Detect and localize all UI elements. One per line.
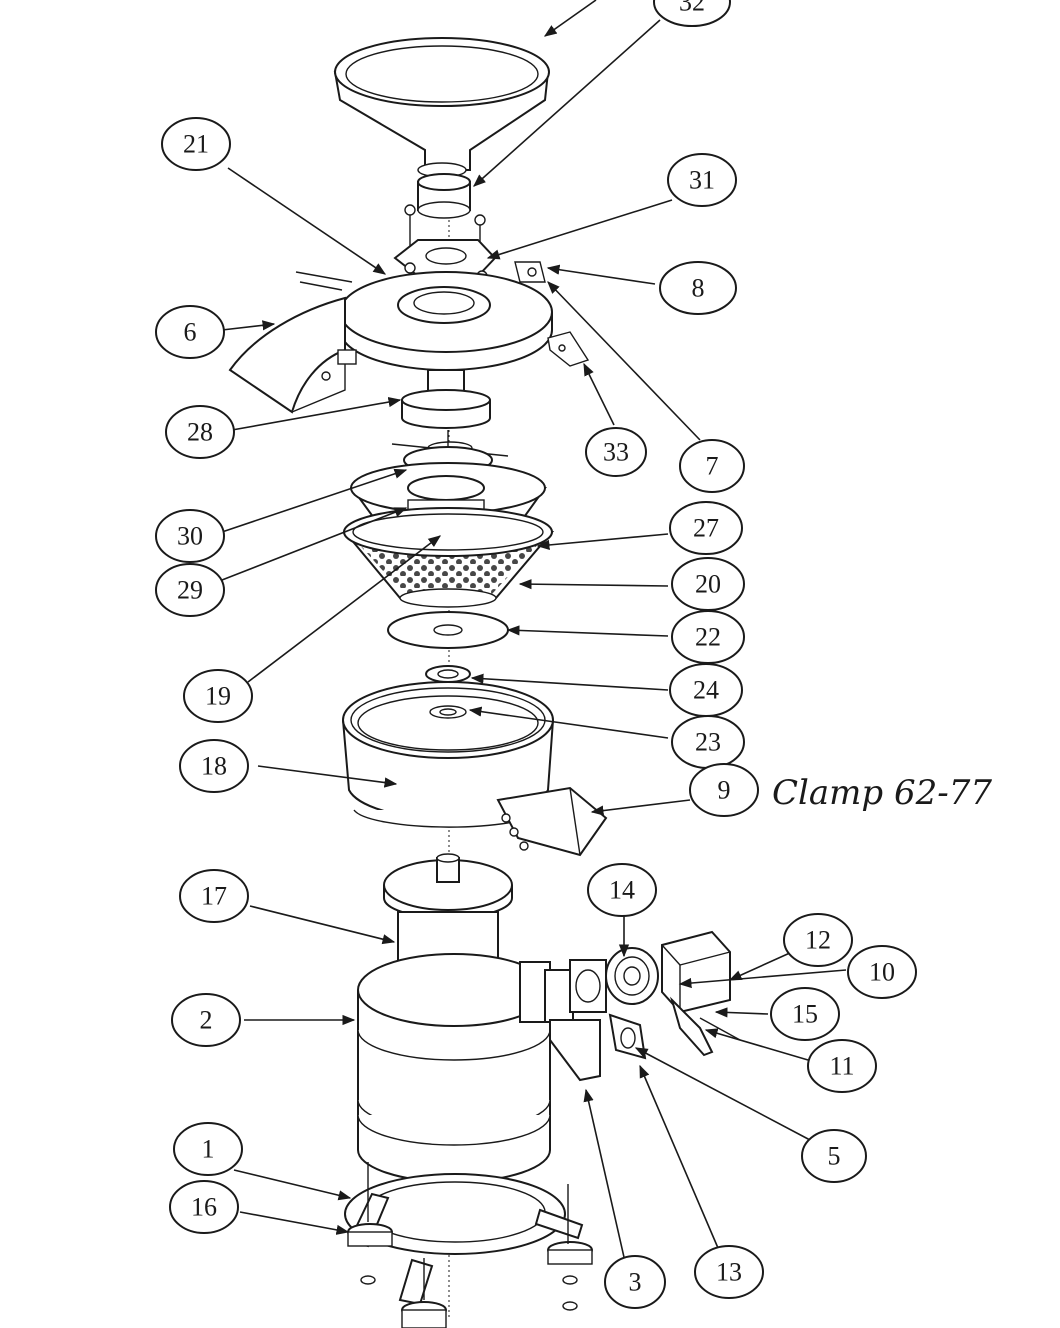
motor-bracket-assembly	[519, 959, 647, 1082]
svg-text:24: 24	[693, 676, 719, 705]
svg-text:1: 1	[202, 1135, 215, 1164]
svg-text:Clamp 62-77: Clamp 62-77	[772, 773, 992, 813]
callout-23: 23	[671, 715, 745, 769]
fan-guard	[605, 947, 659, 1005]
junction-box	[661, 930, 731, 1014]
callout-17: 17	[179, 869, 249, 923]
collar-coupling	[404, 173, 486, 248]
leveling-feet	[347, 1162, 593, 1328]
callout-30: 30	[155, 509, 225, 563]
main-housing	[342, 681, 554, 828]
seal-washer-upper	[425, 665, 471, 683]
svg-text:6: 6	[184, 318, 197, 347]
callout-8: 8	[659, 261, 737, 315]
callout-5: 5	[801, 1129, 867, 1183]
svg-text:22: 22	[695, 623, 721, 652]
callout-20: 20	[671, 557, 745, 611]
base-ring	[344, 1173, 584, 1306]
svg-text:33: 33	[603, 438, 629, 467]
handwritten-note: Clamp 62-77	[772, 773, 992, 813]
svg-text:15: 15	[792, 1000, 818, 1029]
svg-text:20: 20	[695, 570, 721, 599]
svg-text:9: 9	[718, 776, 731, 805]
callout-15: 15	[770, 987, 840, 1041]
belt-tensioner	[669, 996, 741, 1057]
callout-29: 29	[155, 563, 225, 617]
shaft-hub	[401, 369, 491, 429]
svg-text:23: 23	[695, 728, 721, 757]
svg-text:16: 16	[191, 1193, 217, 1222]
callout-1: 1	[173, 1122, 243, 1176]
screen-basket	[342, 507, 555, 608]
callout-24: 24	[669, 663, 743, 717]
cover-lid	[339, 271, 553, 371]
svg-text:18: 18	[201, 752, 227, 781]
svg-text:3: 3	[629, 1268, 642, 1297]
callout-16: 16	[169, 1180, 239, 1234]
callout-27: 27	[669, 501, 743, 555]
svg-text:31: 31	[689, 166, 715, 195]
svg-text:7: 7	[706, 452, 719, 481]
svg-text:14: 14	[609, 876, 635, 905]
callout-2: 2	[171, 993, 241, 1047]
callout-33: 33	[585, 427, 647, 477]
svg-text:32: 32	[679, 0, 705, 17]
svg-text:28: 28	[187, 418, 213, 447]
callout-11: 11	[807, 1039, 877, 1093]
svg-text:19: 19	[205, 682, 231, 711]
svg-text:12: 12	[805, 926, 831, 955]
callout-3: 3	[604, 1255, 666, 1309]
latch-clamp-upper	[514, 261, 546, 283]
svg-text:2: 2	[200, 1006, 213, 1035]
discharge-spout	[496, 786, 608, 857]
leader-lines	[221, 0, 847, 1267]
callout-31: 31	[667, 153, 737, 207]
callout-12: 12	[783, 913, 853, 967]
svg-text:27: 27	[693, 514, 719, 543]
callout-6: 6	[155, 305, 225, 359]
discharge-chute	[228, 271, 357, 414]
svg-text:11: 11	[829, 1052, 854, 1081]
callout-32-top: 32	[653, 0, 731, 27]
callout-21: 21	[161, 117, 231, 171]
latch-clamp-lower	[547, 331, 590, 367]
svg-text:21: 21	[183, 130, 209, 159]
svg-text:30: 30	[177, 522, 203, 551]
svg-text:13: 13	[716, 1258, 742, 1287]
svg-text:8: 8	[692, 274, 705, 303]
callout-9: 9	[689, 763, 759, 817]
callout-10: 10	[847, 945, 917, 999]
callout-13: 13	[694, 1245, 764, 1299]
callout-14: 14	[587, 863, 657, 917]
svg-text:10: 10	[869, 958, 895, 987]
hopper-funnel	[333, 37, 550, 178]
svg-text:29: 29	[177, 576, 203, 605]
callout-7: 7	[679, 439, 745, 493]
callout-28: 28	[165, 405, 235, 459]
svg-text:5: 5	[828, 1142, 841, 1171]
callout-18: 18	[179, 739, 249, 793]
callout-19: 19	[183, 669, 253, 723]
callout-22: 22	[671, 610, 745, 664]
screen-bottom-plate	[387, 611, 509, 649]
base-drum	[357, 953, 551, 1183]
svg-text:17: 17	[201, 882, 227, 911]
